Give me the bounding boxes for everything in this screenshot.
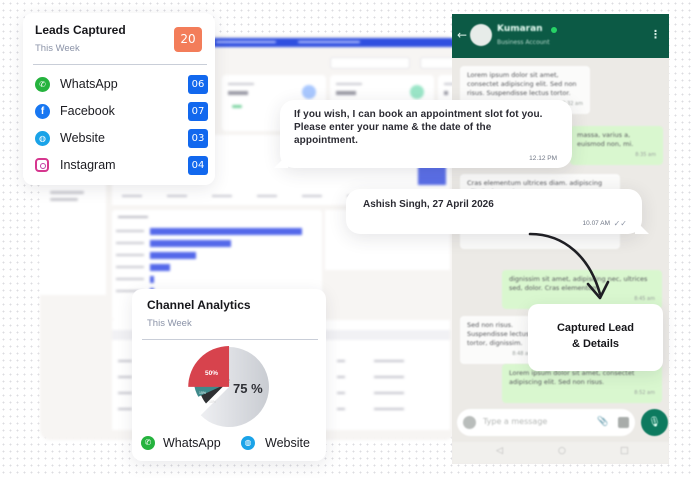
legend-label: Website <box>265 436 310 450</box>
message-placeholder: Type a message <box>483 417 548 426</box>
channel-row-website: ◍ Website 03 <box>35 128 208 150</box>
facebook-icon: f <box>35 104 50 119</box>
total-leads-badge: 20 <box>174 27 202 52</box>
pie-label-red: 50% <box>205 370 218 377</box>
whatsapp-icon: ✆ <box>35 77 50 92</box>
channel-count-badge: 04 <box>188 156 208 175</box>
chat-header: ← Kumaran Business Account ⋮ <box>452 14 669 58</box>
contact-name: Kumaran <box>497 24 543 34</box>
instagram-icon <box>35 158 49 172</box>
microphone-button[interactable]: 🎙 <box>641 409 668 436</box>
channel-count-badge: 07 <box>188 102 208 121</box>
pie-slice-grey <box>200 347 269 427</box>
dashboard-date-filter <box>420 57 455 69</box>
chat-message: massa, varius a, euismod non, mi.8:35 am <box>570 126 663 165</box>
pie-label-teal: 15% <box>199 391 206 395</box>
card-title: Channel Analytics <box>147 298 251 312</box>
attachment-icon[interactable]: 📎 <box>597 417 609 427</box>
bot-message-text: If you wish, I can book an appointment s… <box>294 109 543 146</box>
back-arrow-icon[interactable]: ← <box>457 28 468 42</box>
captured-lead-line1: Captured Lead <box>556 322 634 334</box>
user-reply-text: Ashish Singh, 27 April 2026 <box>363 199 494 210</box>
nav-back-icon[interactable]: ◁ <box>496 446 503 456</box>
chat-message: Sed non risus. Suspendisse lectus tortor… <box>460 316 540 364</box>
pie-slice-red <box>188 346 230 387</box>
contact-status: Business Account <box>497 39 550 46</box>
channel-analytics-card: Channel Analytics This Week 50% 15% 10% … <box>132 289 326 461</box>
divider <box>33 64 207 65</box>
whatsapp-chat-window: ← Kumaran Business Account ⋮ Lorem ipsum… <box>452 14 669 464</box>
sidebar-item <box>50 191 84 194</box>
whatsapp-icon: ✆ <box>141 436 155 450</box>
message-timestamp: 10.07 AM <box>582 220 610 227</box>
camera-icon[interactable] <box>618 417 629 428</box>
curved-arrow-icon <box>528 232 610 300</box>
chat-message: dignissim sit amet, adipiscing nec, ultr… <box>502 270 662 309</box>
globe-icon: ◍ <box>241 436 255 450</box>
channel-row-whatsapp: ✆ WhatsApp 06 <box>35 74 208 96</box>
legend-label: WhatsApp <box>163 436 221 450</box>
channel-row-facebook: f Facebook 07 <box>35 101 208 123</box>
captured-lead-line2: & Details <box>571 338 620 350</box>
menu-icon[interactable]: ⋮ <box>650 28 661 41</box>
channel-label: Website <box>60 131 105 145</box>
channel-row-instagram: Instagram 04 <box>35 155 208 177</box>
card-subtitle: This Week <box>35 43 80 54</box>
channel-label: Instagram <box>60 158 116 172</box>
nav-recents-icon[interactable]: □ <box>620 446 629 456</box>
android-nav-bar: ◁ ○ □ <box>452 442 669 464</box>
divider <box>142 339 318 340</box>
avatar[interactable] <box>470 24 492 46</box>
message-timestamp: 12.12 PM <box>529 155 557 162</box>
channel-count-badge: 03 <box>188 129 208 148</box>
channel-pie-chart: 50% 15% 10% 75 % <box>188 346 269 427</box>
message-input[interactable]: Type a message 📎 <box>457 409 635 436</box>
bot-message-bubble: If you wish, I can book an appointment s… <box>280 100 572 168</box>
card-title: Leads Captured <box>35 23 126 37</box>
user-reply-bubble: Ashish Singh, 27 April 2026 10.07 AM ✓✓ <box>346 189 642 234</box>
pie-label-dark: 10% <box>209 400 216 404</box>
captured-lead-card: Captured Lead & Details <box>528 304 663 371</box>
card-subtitle: This Week <box>147 318 192 329</box>
channel-count-badge: 06 <box>188 75 208 94</box>
dashboard-filter <box>330 57 410 69</box>
online-status-icon <box>551 27 557 33</box>
microphone-icon: 🎙 <box>648 417 661 428</box>
sidebar-item <box>50 198 78 201</box>
dashboard-banner <box>208 38 455 47</box>
nav-home-icon[interactable]: ○ <box>558 446 566 456</box>
pie-center-label: 75 % <box>233 381 263 396</box>
emoji-icon[interactable] <box>463 416 476 429</box>
channel-label: WhatsApp <box>60 77 118 91</box>
leads-captured-card: Leads Captured This Week 20 ✆ WhatsApp 0… <box>23 13 215 185</box>
channel-label: Facebook <box>60 104 115 118</box>
read-ticks-icon: ✓✓ <box>613 219 627 228</box>
globe-icon: ◍ <box>35 131 50 146</box>
